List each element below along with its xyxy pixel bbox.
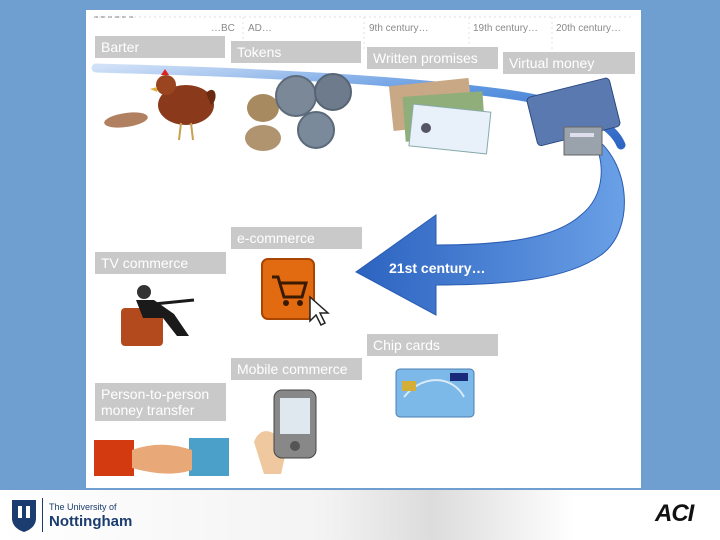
label-barter-text: Barter bbox=[101, 39, 139, 55]
label-written-promises-text: Written promises bbox=[373, 50, 478, 66]
handshake-illustration bbox=[94, 430, 229, 485]
label-virtual-money: Virtual money bbox=[503, 52, 635, 74]
university-line2: Nottingham bbox=[49, 513, 132, 530]
label-chip-cards: Chip cards bbox=[367, 334, 498, 356]
label-ecommerce-text: e-commerce bbox=[237, 230, 315, 246]
label-p2p-line2: money transfer bbox=[101, 402, 220, 418]
label-tokens: Tokens bbox=[231, 41, 361, 63]
aci-logo: ACI bbox=[655, 500, 693, 528]
label-p2p-line1: Person-to-person bbox=[101, 386, 220, 402]
label-mobile-commerce-text: Mobile commerce bbox=[237, 361, 347, 377]
label-tokens-text: Tokens bbox=[237, 44, 281, 60]
label-person-to-person: Person-to-person money transfer bbox=[95, 383, 226, 421]
slide-canvas: …BC AD… 9th century… 19th century… 20th … bbox=[86, 10, 641, 488]
arrow-label: 21st century… bbox=[389, 260, 485, 276]
label-tv-commerce-text: TV commerce bbox=[101, 255, 188, 271]
label-tv-commerce: TV commerce bbox=[95, 252, 226, 274]
tv-commerce-presenter-illustration bbox=[116, 278, 206, 353]
label-mobile-commerce: Mobile commerce bbox=[231, 358, 362, 380]
label-written-promises: Written promises bbox=[367, 47, 498, 69]
university-crest-icon bbox=[10, 498, 38, 532]
tokens-coins-illustration bbox=[241, 68, 361, 158]
label-chip-cards-text: Chip cards bbox=[373, 337, 440, 353]
label-barter: Barter bbox=[95, 36, 225, 58]
label-virtual-money-text: Virtual money bbox=[509, 55, 594, 71]
chip-card-illustration bbox=[394, 367, 476, 419]
barter-hen-illustration bbox=[101, 65, 221, 145]
footer-bar: The University of Nottingham ACI bbox=[0, 490, 720, 540]
mobile-pda-illustration bbox=[246, 382, 336, 477]
virtual-money-cards-illustration bbox=[526, 75, 636, 160]
written-promises-banknotes-illustration bbox=[386, 78, 496, 156]
footer-divider bbox=[42, 498, 43, 532]
label-ecommerce: e-commerce bbox=[231, 227, 362, 249]
university-line1: The University of bbox=[49, 502, 117, 512]
ecommerce-cart-icon bbox=[258, 255, 333, 330]
